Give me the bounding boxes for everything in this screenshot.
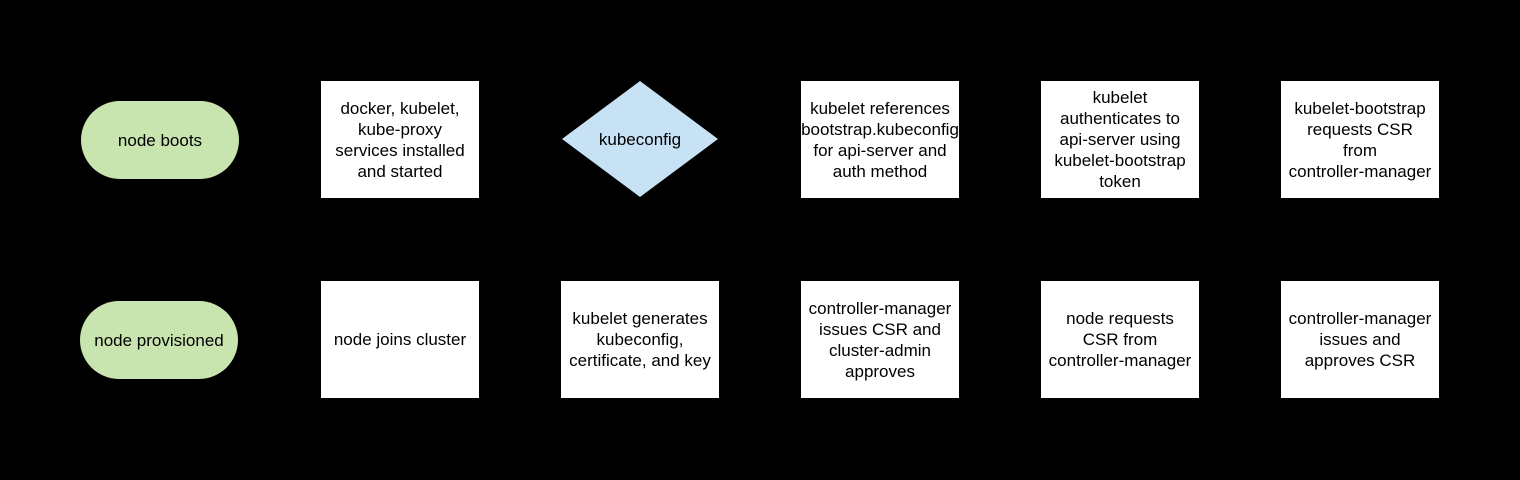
process-cm-issues-and-approves-csr: controller-manager issues and approves C… bbox=[1281, 281, 1439, 398]
process-cm-issues-csr-admin-approves: controller-manager issues CSR and cluste… bbox=[801, 281, 959, 398]
process-kubelet-bootstrap-requests-csr: kubelet-bootstrap requests CSR from cont… bbox=[1281, 81, 1439, 198]
node-label: kubelet authenticates to api-server usin… bbox=[1054, 88, 1186, 191]
node-label: node requests CSR from controller-manage… bbox=[1048, 309, 1192, 370]
node-label: node joins cluster bbox=[333, 330, 467, 349]
process-kubelet-authenticates: kubelet authenticates to api-server usin… bbox=[1041, 81, 1199, 198]
node-label: node provisioned bbox=[94, 330, 224, 350]
node-label: controller-manager issues and approves C… bbox=[1288, 309, 1432, 370]
terminal-node-provisioned: node provisioned bbox=[80, 301, 238, 379]
node-label: controller-manager issues CSR and cluste… bbox=[808, 298, 952, 381]
terminal-node-boots: node boots bbox=[81, 101, 239, 179]
process-kubelet-generates: kubelet generates kubeconfig, certificat… bbox=[561, 281, 719, 398]
node-label: kubelet-bootstrap requests CSR from cont… bbox=[1288, 98, 1432, 181]
process-node-joins-cluster: node joins cluster bbox=[321, 281, 479, 398]
node-label: docker, kubelet, kube-proxy services ins… bbox=[335, 98, 465, 181]
process-kubelet-references-bootstrap: kubelet references bootstrap.kubeconfig … bbox=[801, 81, 959, 198]
process-services-installed: docker, kubelet, kube-proxy services ins… bbox=[321, 81, 479, 198]
decision-kubeconfig: kubeconfig bbox=[562, 81, 718, 197]
process-node-requests-csr: node requests CSR from controller-manage… bbox=[1041, 281, 1199, 398]
node-label: node boots bbox=[117, 130, 203, 150]
node-label: kubelet references bootstrap.kubeconfig … bbox=[801, 98, 959, 181]
node-label: kubelet generates kubeconfig, certificat… bbox=[569, 309, 711, 370]
node-label: kubeconfig bbox=[598, 129, 682, 149]
